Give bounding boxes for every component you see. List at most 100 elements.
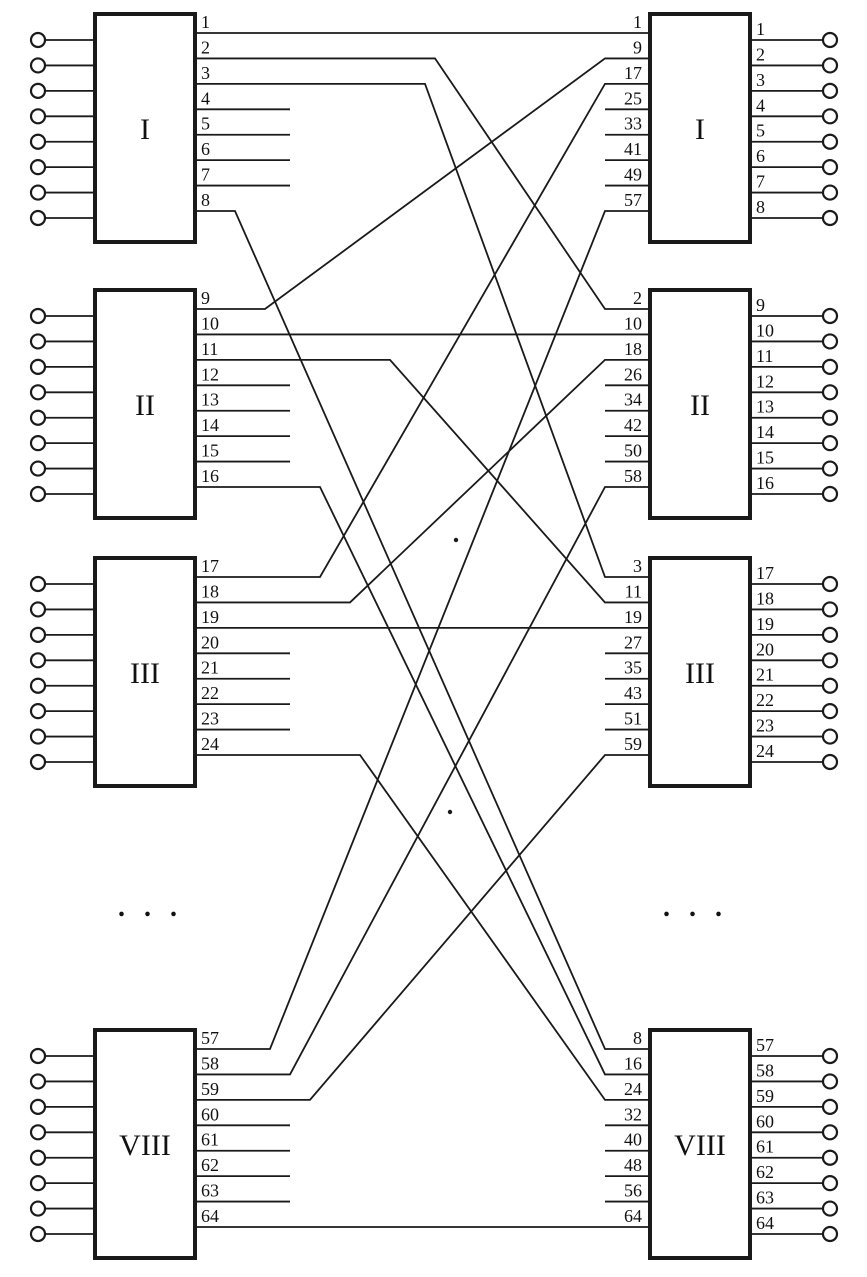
right-input-number: 26 — [624, 364, 642, 384]
input-terminal — [29, 753, 47, 771]
input-terminal — [29, 1124, 47, 1141]
output-terminal — [821, 728, 839, 745]
right-output-number: 2 — [756, 44, 765, 64]
right-input-number: 49 — [624, 165, 642, 185]
right-output-number: 11 — [756, 346, 773, 366]
left-output-number: 20 — [201, 632, 219, 652]
left-output-number: 17 — [201, 556, 219, 576]
left-output-number: 23 — [201, 709, 219, 729]
input-terminal — [29, 460, 47, 477]
left-output-number: 63 — [201, 1181, 219, 1201]
switch-block-right — [648, 1028, 752, 1260]
right-input-number: 35 — [624, 658, 642, 678]
right-output-number: 6 — [756, 146, 765, 166]
right-input-number: 1 — [633, 12, 642, 32]
input-terminal — [29, 485, 47, 503]
right-input-number: 58 — [624, 466, 642, 486]
output-terminal — [821, 1175, 839, 1192]
input-terminal — [29, 1175, 47, 1192]
connection-line — [195, 754, 650, 1101]
left-output-number: 62 — [201, 1155, 219, 1175]
right-output-number: 8 — [756, 197, 765, 217]
output-terminal — [821, 358, 839, 375]
input-terminal — [29, 57, 47, 74]
left-output-number: 5 — [201, 114, 210, 134]
connection-line — [195, 210, 650, 1050]
left-output-number: 59 — [201, 1079, 219, 1099]
right-output-number: 3 — [756, 70, 765, 90]
input-terminal — [29, 703, 47, 720]
output-terminal — [821, 652, 839, 669]
right-input-number: 43 — [624, 683, 642, 703]
left-output-number: 21 — [201, 658, 219, 678]
input-terminal — [29, 133, 47, 150]
connection-line — [195, 486, 650, 1076]
right-output-number: 17 — [756, 563, 774, 583]
left-output-number: 9 — [201, 288, 210, 308]
output-terminal — [821, 1124, 839, 1141]
left-output-number: 1 — [201, 12, 210, 32]
right-input-number: 32 — [624, 1104, 642, 1124]
left-output-number: 61 — [201, 1130, 219, 1150]
right-block-label: VIII — [674, 1129, 726, 1162]
output-terminal — [821, 184, 839, 201]
left-block-label: II — [135, 389, 155, 422]
output-terminal — [821, 1200, 839, 1217]
input-terminal — [29, 575, 47, 593]
output-terminal — [821, 1047, 839, 1065]
output-terminal — [821, 1073, 839, 1090]
right-input-number: 50 — [624, 441, 642, 461]
right-output-number: 5 — [756, 121, 765, 141]
right-output-number: 1 — [756, 19, 765, 39]
left-output-number: 60 — [201, 1104, 219, 1124]
right-block-label: II — [690, 389, 710, 422]
right-ellipsis: . . . — [663, 892, 728, 923]
output-terminal — [821, 435, 839, 452]
output-terminal — [821, 575, 839, 593]
input-terminal — [29, 409, 47, 426]
right-output-number: 13 — [756, 397, 774, 417]
input-terminal — [29, 384, 47, 401]
right-block-label: III — [685, 657, 715, 690]
left-output-number: 6 — [201, 139, 210, 159]
left-output-number: 19 — [201, 607, 219, 627]
right-input-number: 27 — [624, 632, 642, 652]
left-block-label: III — [130, 657, 160, 690]
right-input-number: 51 — [624, 709, 642, 729]
input-terminal — [29, 31, 47, 49]
switch-block-left — [93, 1028, 197, 1260]
right-output-number: 22 — [756, 690, 774, 710]
input-terminal — [29, 626, 47, 643]
switch-block-right — [648, 556, 752, 788]
input-terminal — [29, 1149, 47, 1166]
output-terminal — [821, 703, 839, 720]
left-output-number: 3 — [201, 63, 210, 83]
input-terminal — [29, 601, 47, 618]
right-output-number: 12 — [756, 371, 774, 391]
connection-line — [195, 210, 650, 1050]
output-terminal — [821, 57, 839, 74]
right-input-number: 59 — [624, 734, 642, 754]
input-terminal — [29, 1047, 47, 1065]
output-terminal — [821, 677, 839, 694]
output-terminal — [821, 753, 839, 771]
input-terminal — [29, 82, 47, 99]
left-output-number: 4 — [201, 88, 210, 108]
connection-line — [195, 82, 650, 578]
input-terminal — [29, 108, 47, 125]
left-output-number: 24 — [201, 734, 219, 754]
input-terminal — [29, 358, 47, 375]
connection-line — [195, 57, 650, 310]
output-terminal — [821, 485, 839, 503]
connection-line — [195, 358, 650, 604]
right-block-label: I — [695, 113, 705, 146]
output-terminal — [821, 209, 839, 227]
continuation-dot — [447, 809, 453, 815]
right-input-number: 25 — [624, 88, 642, 108]
right-output-number: 20 — [756, 639, 774, 659]
connection-line — [195, 57, 650, 310]
input-terminal — [29, 1200, 47, 1217]
connection-line — [195, 82, 650, 578]
output-terminal — [821, 82, 839, 99]
